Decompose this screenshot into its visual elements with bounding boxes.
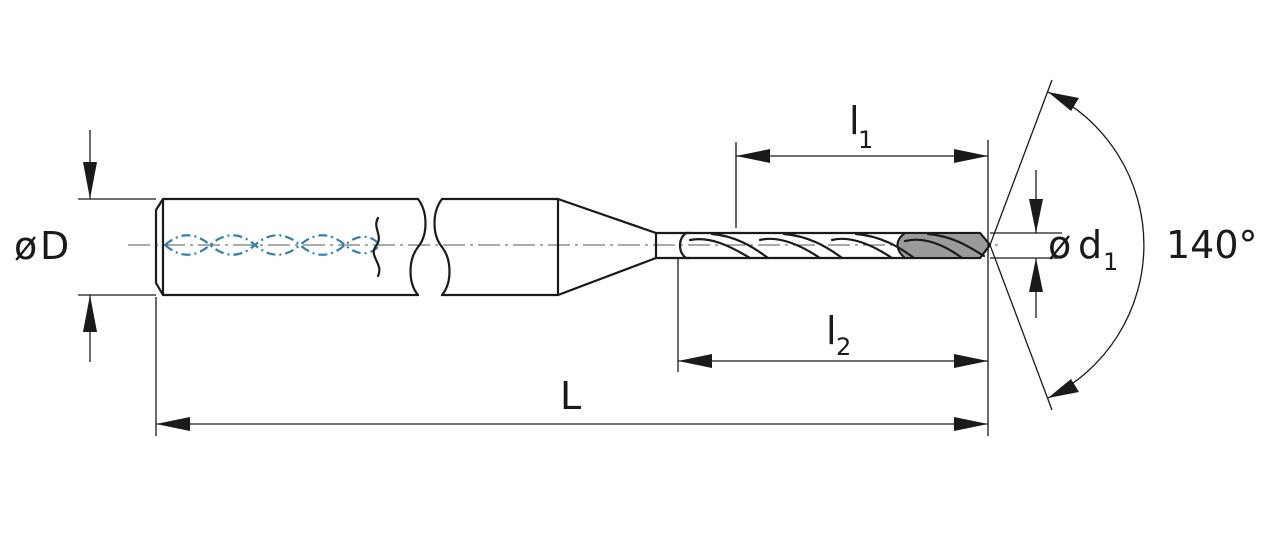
dim-d1-subscript: 1 (1103, 248, 1118, 276)
dim-L-label: L (560, 374, 581, 418)
dim-D-label: D (40, 224, 69, 268)
angle-ext-upper (989, 79, 1053, 246)
dim-l1-subscript: 1 (858, 126, 873, 154)
angle-label: 140° (1166, 223, 1258, 267)
dim-L-arrow-left (156, 417, 190, 431)
dim-l2-arrow-right (954, 354, 988, 368)
angle-arc (1047, 91, 1145, 399)
angle-arrow-upper (1048, 92, 1079, 111)
coolant-channel-a (164, 234, 381, 256)
angle-ext-lower (989, 244, 1053, 411)
dim-L-arrow-right (954, 417, 988, 431)
dim-l1-label: l (849, 99, 860, 143)
dim-D-arrow-bottom (83, 295, 97, 332)
dim-l1-arrow-right (954, 149, 988, 163)
break-line-left (409, 197, 427, 297)
dim-d1-arrow-top (1029, 199, 1043, 233)
taper (556, 197, 658, 297)
dim-D-symbol: ø (14, 224, 37, 268)
coolant-channel-b (164, 234, 381, 256)
dim-d1-label: d (1078, 223, 1102, 267)
dim-l2-label: l (826, 309, 837, 353)
dim-l2-arrow-left (678, 354, 712, 368)
dim-l1-arrow-left (736, 149, 770, 163)
dim-l2-subscript: 2 (836, 333, 851, 361)
angle-arrow-lower (1048, 379, 1079, 398)
shank-left (154, 197, 420, 297)
flute-spirals (688, 232, 986, 260)
dim-D-arrow-top (83, 162, 97, 199)
coolant-break-squiggle (372, 216, 381, 278)
dim-d1-arrow-bottom (1029, 258, 1043, 292)
dim-d1-symbol: ø (1048, 223, 1071, 267)
shank-right (440, 197, 560, 297)
break-line-right (433, 197, 451, 297)
